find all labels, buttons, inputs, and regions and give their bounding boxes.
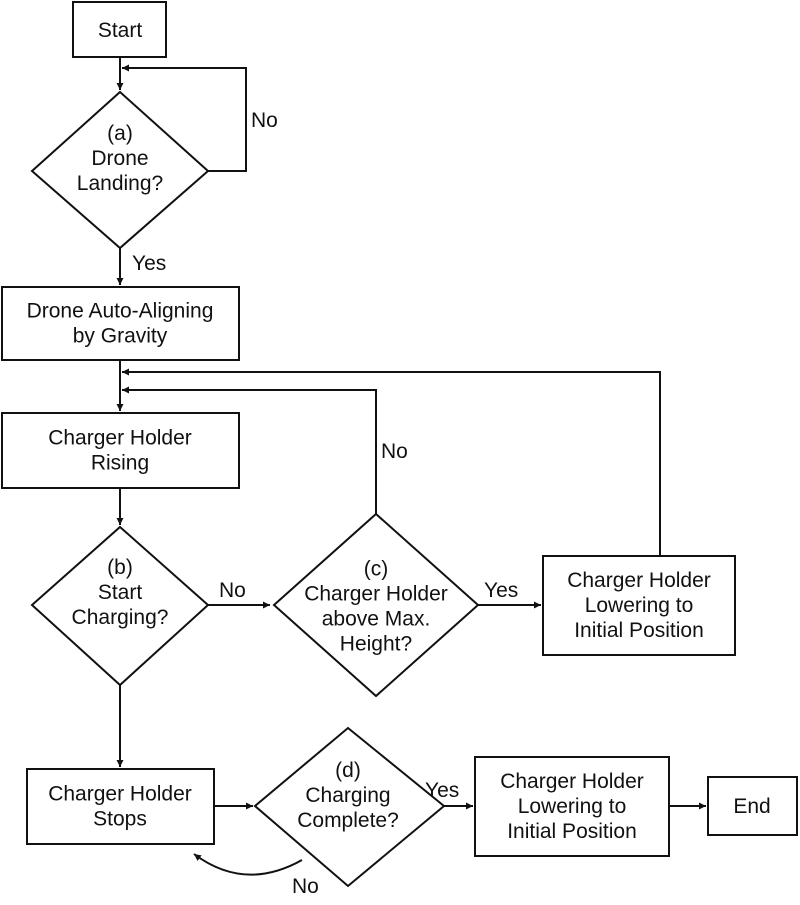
label-line: (c) [364, 558, 389, 581]
label-b-no: No [219, 579, 246, 602]
label-line: End [733, 795, 770, 818]
label-d-no: No [292, 875, 319, 898]
label-line: Charging? [72, 606, 169, 629]
end-node: End [707, 776, 798, 836]
label-a-yes: Yes [132, 252, 166, 275]
label-a-no: No [251, 109, 278, 132]
start-node: Start [72, 1, 167, 58]
label-c-no: No [381, 440, 408, 463]
end-label: End [733, 795, 770, 818]
edge-a-no-loop [122, 64, 247, 172]
edge-labels: No Yes No No Yes Yes No [132, 109, 518, 898]
edge-c-no-loop [122, 386, 377, 514]
label-line: Drone [91, 147, 148, 170]
label-line: Charger Holder [304, 583, 448, 606]
label-line: Start [98, 581, 143, 604]
label-line: Initial Position [574, 619, 704, 642]
label-line: (a) [107, 122, 133, 145]
label-line: Stops [93, 808, 147, 831]
label-line: Lowering to [585, 594, 694, 617]
label-line: by Gravity [73, 325, 168, 348]
label-line: above Max. [322, 608, 431, 631]
label-line: Initial Position [507, 820, 637, 843]
label-line: Lowering to [518, 795, 627, 818]
label-line: (d) [335, 759, 361, 782]
edge-d-no-curve [193, 853, 303, 876]
label-line: Drone Auto-Aligning [27, 300, 214, 323]
label-line: (b) [107, 556, 133, 579]
label-line: Complete? [297, 809, 399, 832]
label-line: Charging [305, 784, 390, 807]
label-line: Charger Holder [567, 569, 711, 592]
label-line: Charger Holder [48, 427, 192, 450]
start-label: Start [98, 19, 143, 42]
connectors [116, 57, 706, 876]
label-line: Height? [340, 633, 412, 656]
label-c-yes: Yes [484, 579, 518, 602]
label-line: Rising [91, 452, 149, 475]
label-line: Landing? [77, 172, 163, 195]
label-line: Start [98, 19, 143, 42]
edge-lowering-loop [122, 368, 661, 556]
label-line: Charger Holder [48, 783, 192, 806]
label-line: Charger Holder [500, 770, 644, 793]
